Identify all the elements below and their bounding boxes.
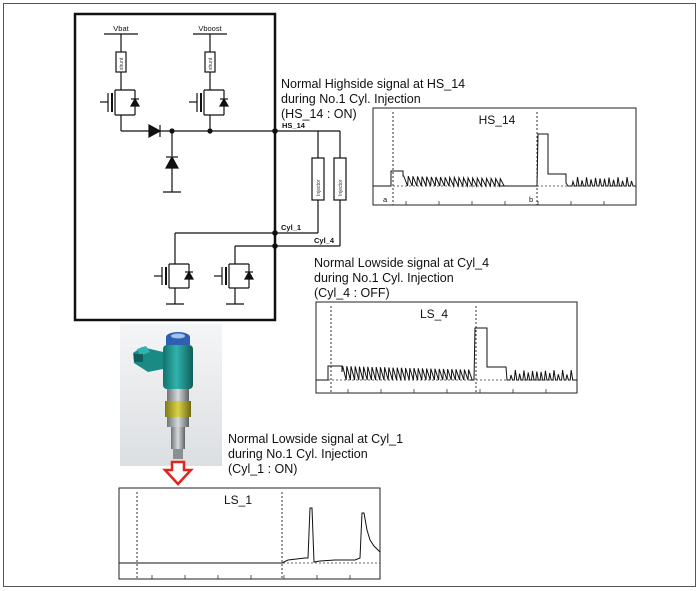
caption-ls1: Normal Lowside signal at Cyl_1 during No… (228, 432, 403, 477)
caption-hs14-line1: Normal Highside signal at HS_14 (281, 77, 466, 91)
cyl4-lowside-mosfet (214, 263, 255, 305)
injector-text-cyl4: Injector (338, 179, 344, 196)
scope-ls4: LS_4 (315, 301, 578, 394)
hs14-waveform (373, 133, 636, 188)
cyl1-net-label: Cyl_1 (281, 223, 301, 232)
vboost-resistor-text: shunt (208, 57, 214, 70)
caption-ls4-line1: Normal Lowside signal at Cyl_4 (314, 256, 490, 270)
caption-hs14-line2: during No.1 Cyl. Injection (281, 92, 421, 106)
vbat-resistor-text: shunt (119, 57, 125, 70)
scope-ls1: LS_1 (118, 487, 381, 580)
injector-text-cyl1: Injector (316, 179, 322, 196)
scope-ls4-title: LS_4 (420, 307, 448, 321)
series-diode (148, 123, 162, 139)
down-arrow-icon (162, 460, 194, 486)
vboost-highside-mosfet (189, 84, 230, 131)
vbat-highside-mosfet (100, 84, 141, 131)
marker-a: a (383, 195, 388, 204)
ls1-waveform (119, 507, 381, 564)
caption-ls4-line3: (Cyl_4 : OFF) (314, 286, 390, 300)
caption-ls1-line3: (Cyl_1 : ON) (228, 462, 298, 476)
hs14-net-label: HS_14 (282, 121, 306, 130)
caption-ls1-line2: during No.1 Cyl. Injection (228, 447, 368, 461)
injector-image (120, 324, 222, 466)
scope-ls1-title: LS_1 (224, 493, 252, 507)
vbat-label: Vbat (113, 24, 129, 33)
freewheel-diode (164, 155, 180, 169)
circuit-schematic (73, 12, 347, 322)
vboost-label: Vboost (198, 24, 222, 33)
outer-frame (3, 3, 696, 587)
caption-ls1-line1: Normal Lowside signal at Cyl_1 (228, 432, 404, 446)
cyl1-lowside-mosfet (154, 263, 195, 305)
caption-ls4-line2: during No.1 Cyl. Injection (314, 271, 454, 285)
scope-hs14: HS_14 a b (372, 107, 637, 206)
caption-hs14: Normal Highside signal at HS_14 during N… (281, 77, 465, 122)
ecu-box (73, 12, 277, 322)
cyl4-net-label: Cyl_4 (314, 236, 335, 245)
marker-b: b (529, 195, 533, 204)
scope-hs14-title: HS_14 (479, 113, 516, 127)
caption-hs14-line3: (HS_14 : ON) (281, 107, 357, 121)
ls4-waveform (316, 327, 577, 381)
caption-ls4: Normal Lowside signal at Cyl_4 during No… (314, 256, 489, 301)
